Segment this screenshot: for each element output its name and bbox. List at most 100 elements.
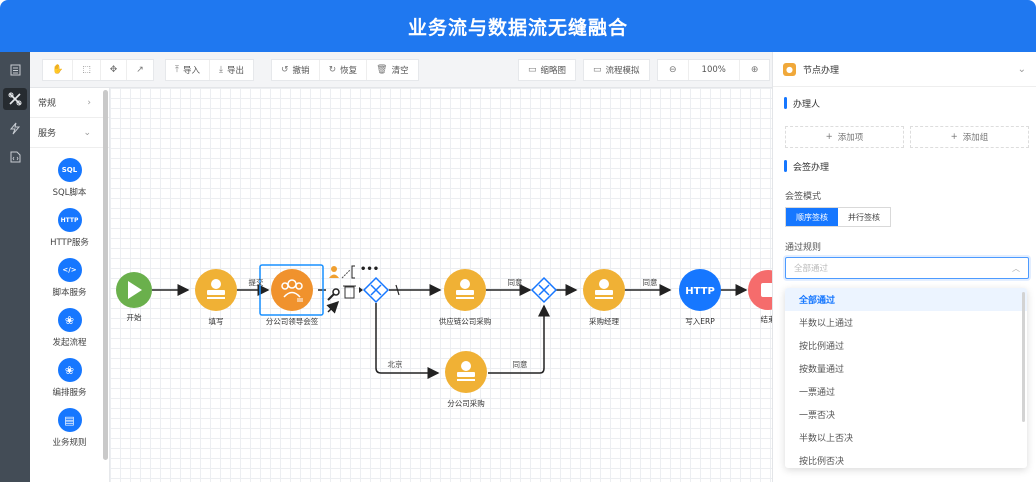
node-palette: 常规› 服务⌄ SQL SQL脚本 HTTP HTTP服务 </> 脚本服务 ❀…: [30, 88, 110, 482]
edge-label-agree: 同意: [507, 278, 523, 287]
dropdown-scrollbar[interactable]: [1022, 292, 1025, 422]
hand-tool-button[interactable]: ✋: [43, 60, 74, 80]
connect-arrow-icon[interactable]: [326, 300, 340, 314]
pass-rule-select[interactable]: 全部通过 ︿: [785, 257, 1029, 279]
pass-rule-dropdown: 全部通过 半数以上通过 按比例通过 按数量通过 一票通过 一票否决 半数以上否决…: [785, 288, 1027, 468]
palette-item-start-process[interactable]: ❀ 发起流程: [30, 308, 109, 348]
gateway-split[interactable]: [359, 276, 390, 304]
thumbnail-button[interactable]: ▭缩略图: [519, 60, 575, 80]
tool-group: ✋ ⬚ ✥ ↗: [42, 59, 154, 81]
document-icon[interactable]: [3, 59, 27, 81]
zoom-out-button[interactable]: ⊖: [658, 60, 689, 80]
edge-branchbuy-merge[interactable]: [488, 304, 550, 374]
thumbnail-label: 缩略图: [540, 66, 567, 76]
node-supply[interactable]: [444, 269, 486, 311]
http-icon: HTTP: [685, 286, 715, 297]
clear-button[interactable]: 🗑清空: [367, 60, 417, 80]
mode-sequential-button[interactable]: 顺序签核: [786, 208, 838, 226]
panel-header[interactable]: ● 节点办理 ⌄: [773, 52, 1036, 87]
mode-label: 会签模式: [785, 192, 822, 202]
import-button[interactable]: ⤒导入: [166, 60, 210, 80]
hand-icon: ✋: [52, 65, 64, 75]
annotation-connect-icon[interactable]: [341, 269, 351, 279]
sql-icon: SQL: [57, 158, 82, 182]
trash-icon[interactable]: [343, 285, 356, 299]
section-marker: [784, 160, 787, 172]
option-one-vote-veto[interactable]: 一票否决: [799, 411, 836, 421]
palette-item-http[interactable]: HTTP HTTP服务: [30, 208, 109, 248]
option-majority-pass[interactable]: 半数以上通过: [799, 319, 854, 329]
flow-canvas[interactable]: •••: [110, 88, 772, 482]
palette-item-sql[interactable]: SQL SQL脚本: [30, 158, 109, 198]
palette-item-label: 发起流程: [52, 338, 87, 348]
palette-category-general[interactable]: 常规›: [30, 88, 109, 118]
user-task-icon: ●: [783, 62, 796, 76]
chevron-right-icon: ›: [87, 97, 91, 108]
palette-category-service[interactable]: 服务⌄: [30, 118, 109, 148]
undo-button[interactable]: ↺撤销: [272, 60, 320, 80]
assign-user-icon[interactable]: [329, 266, 339, 278]
node-branch-sign[interactable]: [271, 269, 313, 311]
context-pad: •••: [326, 264, 379, 314]
add-item-label: 添加项: [837, 133, 864, 143]
monitor-icon: ▭: [528, 65, 537, 75]
chevron-down-icon[interactable]: ⌄: [1017, 63, 1026, 75]
connect-tool-button[interactable]: ↗: [127, 60, 153, 80]
palette-item-label: HTTP服务: [50, 238, 89, 248]
node-label-erp: 写入ERP: [685, 317, 715, 326]
palette-item-label: SQL脚本: [52, 188, 87, 198]
add-item-button[interactable]: +添加项: [785, 126, 904, 148]
node-manager[interactable]: [583, 269, 625, 311]
edge-gateway-branchbuy[interactable]: [375, 303, 440, 379]
option-majority-veto[interactable]: 半数以上否决: [799, 434, 854, 444]
option-one-vote-pass[interactable]: 一票通过: [799, 388, 836, 398]
redo-icon: ↻: [328, 65, 337, 75]
mode-parallel-button[interactable]: 并行签核: [848, 212, 880, 222]
gateway-merge[interactable]: [530, 276, 558, 304]
section-handler: 办理人: [773, 96, 1036, 110]
import-label: 导入: [182, 66, 200, 76]
edge-label-submit: 提交: [248, 278, 264, 287]
selection-box: [259, 264, 324, 316]
stamp-icon: [456, 279, 474, 299]
simulate-button[interactable]: ▭流程模拟: [584, 60, 649, 80]
select-tool-button[interactable]: ⬚: [73, 60, 101, 80]
cloud-flow-icon: ❀: [57, 308, 82, 332]
lightning-icon[interactable]: [3, 117, 27, 139]
add-group-button[interactable]: +添加组: [910, 126, 1029, 148]
download-icon: ⤓: [219, 65, 223, 75]
section-marker: [784, 97, 787, 109]
move-tool-button[interactable]: ✥: [101, 60, 128, 80]
node-branch-buy[interactable]: [445, 351, 487, 393]
redo-label: 恢复: [340, 66, 358, 76]
redo-button[interactable]: ↻恢复: [320, 60, 368, 80]
text-annotation-icon[interactable]: [351, 265, 355, 279]
stamp-icon: [595, 279, 613, 299]
palette-scrollbar[interactable]: [103, 90, 108, 460]
flow-design-icon[interactable]: [3, 88, 27, 110]
option-ratio-veto[interactable]: 按比例否决: [799, 457, 845, 467]
undo-label: 撤销: [292, 66, 310, 76]
palette-item-script[interactable]: </> 脚本服务: [30, 258, 109, 298]
code-file-icon[interactable]: [3, 146, 27, 168]
more-icon[interactable]: •••: [360, 264, 379, 275]
section-countersign: 会签办理: [773, 159, 829, 173]
export-label: 导出: [226, 66, 244, 76]
palette-item-business-rule[interactable]: ▤ 业务规则: [30, 408, 109, 448]
palette-item-orchestration[interactable]: ❀ 编排服务: [30, 358, 109, 398]
node-label-manager: 采购经理: [589, 317, 619, 326]
wrench-icon[interactable]: [327, 288, 340, 301]
node-fill[interactable]: [195, 269, 237, 311]
option-count-pass[interactable]: 按数量通过: [799, 365, 845, 375]
stamp-icon: [207, 279, 225, 299]
option-ratio-pass[interactable]: 按比例通过: [799, 342, 845, 352]
node-erp[interactable]: HTTP: [679, 269, 721, 311]
zoom-in-button[interactable]: ⊕: [740, 60, 770, 80]
node-end[interactable]: [748, 270, 772, 310]
export-button[interactable]: ⤓导出: [210, 60, 253, 80]
plus-icon: +: [950, 132, 958, 142]
option-all-pass[interactable]: 全部通过: [785, 288, 1027, 311]
properties-panel: ● 节点办理 ⌄ 办理人 +添加项 +添加组 会签办理 会签模式 顺序签核 并行…: [772, 52, 1036, 482]
node-start[interactable]: [116, 272, 152, 308]
edge-label-agree: 同意: [642, 278, 658, 287]
